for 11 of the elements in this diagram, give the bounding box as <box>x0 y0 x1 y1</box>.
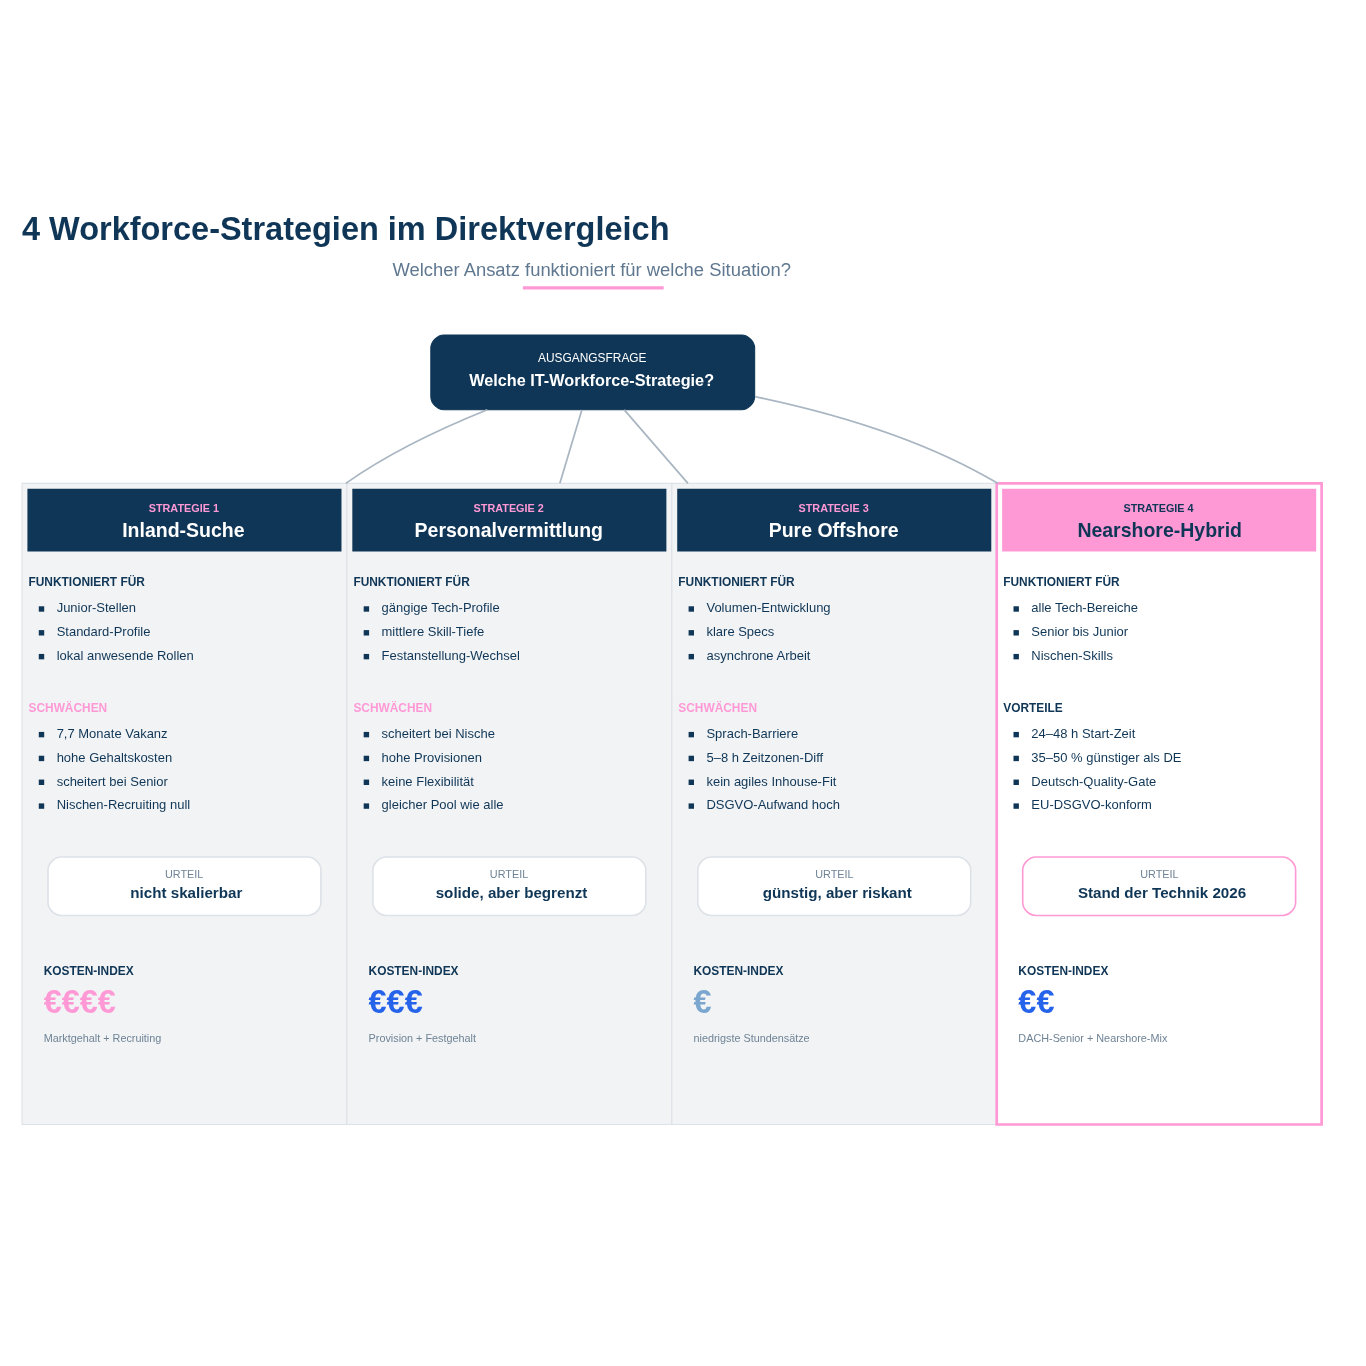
node-box: URTEIL nicht skalierbar <box>46 855 322 916</box>
node-box: AUSGANGSFRAGE Welche IT-Workforce-Strategie? <box>429 333 755 410</box>
node-box: URTEIL günstig, aber riskant <box>696 855 971 916</box>
label: Welcher Ansatz funktioniert für welche Situation? <box>391 258 791 280</box>
diagram-title: 4 Workforce-Strategien im Direktvergleich <box>21 210 669 247</box>
connector <box>344 408 488 484</box>
connector <box>558 408 583 484</box>
connector <box>753 395 999 484</box>
node-box: URTEIL solide, aber begrenzt <box>371 855 647 916</box>
node-box: URTEIL Stand der Technik 2026 <box>1021 855 1296 916</box>
connector <box>622 408 689 484</box>
